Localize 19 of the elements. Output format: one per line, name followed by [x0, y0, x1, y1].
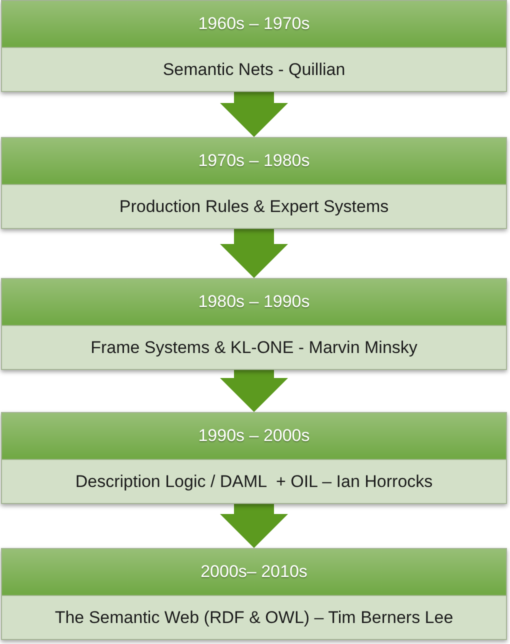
- stage-description: Frame Systems & KL-ONE - Marvin Minsky: [90, 338, 418, 358]
- period-heading: 1980s – 1990s: [198, 292, 310, 312]
- stage-description: Semantic Nets - Quillian: [162, 60, 346, 80]
- down-arrow: [220, 92, 288, 137]
- stage-description: Production Rules & Expert Systems: [119, 196, 389, 216]
- timeline-stage-card: [1, 278, 507, 370]
- down-arrow: [220, 229, 288, 278]
- down-arrow: [220, 370, 288, 412]
- period-heading: 1970s – 1980s: [198, 151, 310, 171]
- timeline-stage-card: [1, 0, 507, 92]
- timeline-stage-card: [1, 548, 507, 640]
- down-arrow: [220, 504, 288, 548]
- stage-description: Description Logic / DAML + OIL – Ian Horrocks: [75, 472, 433, 492]
- timeline-stage-card: [1, 137, 507, 229]
- period-heading: 1990s – 2000s: [198, 426, 310, 446]
- period-heading: 2000s– 2010s: [200, 562, 308, 582]
- stage-description: The Semantic Web (RDF & OWL) – Tim Berners Lee: [54, 608, 454, 628]
- period-heading: 1960s – 1970s: [198, 14, 310, 34]
- timeline-stage-card: [1, 412, 507, 504]
